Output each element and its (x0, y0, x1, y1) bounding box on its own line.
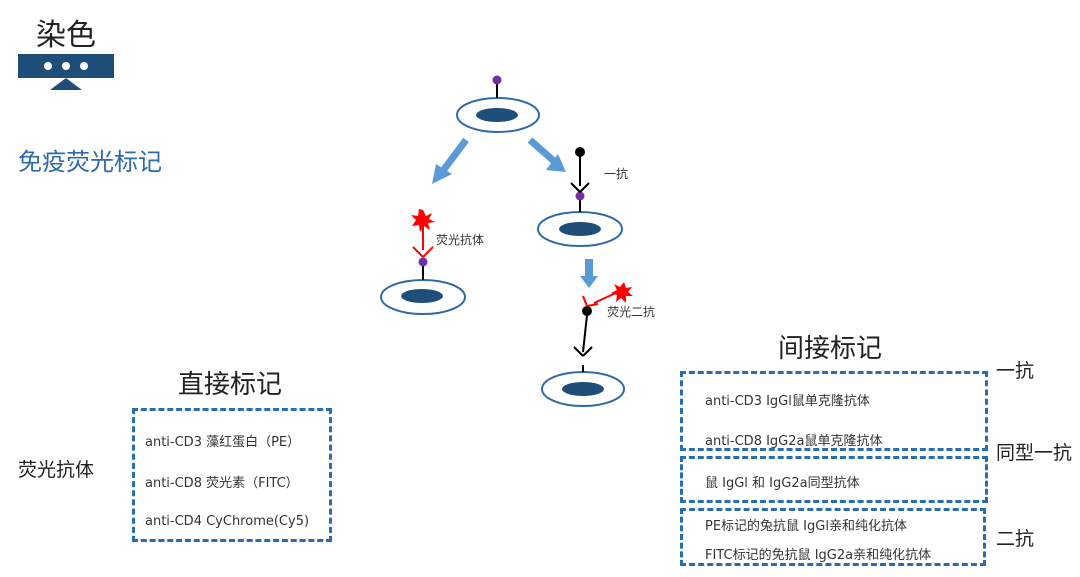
direct-label-title: 直接标记 (178, 370, 283, 400)
secondary-group-label: 二抗 (996, 528, 1035, 550)
fluor-antibody-side-label: 荧光抗体 (18, 459, 95, 481)
monitor-stand-icon (50, 78, 82, 90)
cell-direct (380, 209, 466, 315)
arrow-right (527, 137, 566, 172)
direct-item: anti-CD3 藻红蛋白（PE） (145, 435, 301, 450)
logo-dot (62, 62, 70, 70)
arrow-down (580, 259, 598, 288)
isotype-item: 鼠 IgGl 和 IgG2a同型抗体 (705, 476, 860, 491)
fluor-antibody-label: 荧光抗体 (436, 232, 484, 247)
isotype-antibody-box: 鼠 IgGl 和 IgG2a同型抗体 (680, 456, 988, 503)
secondary-item: FITC标记的免抗鼠 IgG2a亲和纯化抗体 (705, 548, 932, 563)
indirect-label-title: 间接标记 (778, 334, 883, 364)
cell-primary (537, 147, 623, 247)
secondary-antibody-box: PE标记的兔抗鼠 IgGl亲和纯化抗体 FITC标记的免抗鼠 IgG2a亲和纯化… (680, 508, 986, 566)
primary-antibody-label: 一抗 (604, 166, 628, 181)
primary-antibody-box: anti-CD3 IgGl鼠单克隆抗体 anti-CD8 IgG2a鼠单克隆抗体 (680, 371, 988, 451)
page-title: 染色 (36, 18, 96, 53)
cell-secondary (541, 282, 633, 407)
primary-item: anti-CD3 IgGl鼠单克隆抗体 (705, 394, 870, 409)
primary-item: anti-CD8 IgG2a鼠单克隆抗体 (705, 434, 883, 449)
cell-top (456, 75, 540, 133)
arrow-left (432, 137, 469, 184)
direct-item: anti-CD4 CyChrome(Cy5) (145, 514, 310, 529)
primary-group-label: 一抗 (996, 360, 1035, 382)
direct-label-box: anti-CD3 藻红蛋白（PE） anti-CD8 荧光素（FITC） ant… (132, 408, 332, 542)
isotype-group-label: 同型一抗 (996, 442, 1073, 464)
direct-item: anti-CD8 荧光素（FITC） (145, 476, 299, 491)
logo-dot (44, 62, 52, 70)
section-subtitle: 免疫荧光标记 (18, 148, 162, 176)
secondary-antibody-label: 荧光二抗 (607, 304, 655, 319)
secondary-item: PE标记的兔抗鼠 IgGl亲和纯化抗体 (705, 519, 907, 534)
monitor-logo-icon (18, 54, 114, 78)
logo-dot (80, 62, 88, 70)
